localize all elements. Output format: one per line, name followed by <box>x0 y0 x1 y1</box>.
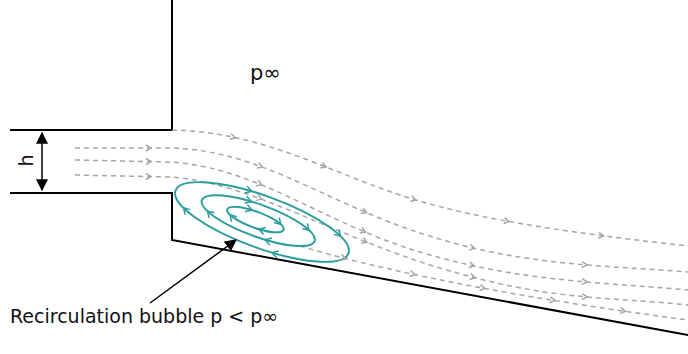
flow-arrowhead <box>245 205 253 214</box>
flow-arrowhead <box>479 285 485 292</box>
flow-arrowhead <box>181 205 190 214</box>
flow-arrowhead <box>620 308 626 315</box>
flow-arrowhead <box>256 180 263 187</box>
flow-arrowhead <box>271 249 279 258</box>
vortex-loop <box>196 185 320 256</box>
streamline <box>75 148 688 272</box>
lower-wall <box>10 193 688 335</box>
flow-arrowhead <box>470 274 476 281</box>
callout-label: Recirculation bubble p < p∞ <box>10 306 278 327</box>
flow-arrowhead <box>361 208 368 215</box>
leader-line <box>150 240 236 303</box>
flow-arrowhead <box>146 173 151 179</box>
flow-arrowhead <box>582 294 588 300</box>
recirculation-bubble <box>167 166 358 278</box>
flow-arrowhead <box>227 212 236 221</box>
flow-arrowhead <box>340 254 346 261</box>
flow-arrowhead <box>257 163 264 170</box>
flow-arrowhead <box>146 158 151 164</box>
flow-arrowhead <box>320 162 327 169</box>
flow-arrowhead <box>205 209 214 218</box>
flow-arrowhead <box>550 297 556 304</box>
height-dimension <box>41 133 43 190</box>
flow-arrowhead <box>258 226 266 235</box>
flow-arrowhead <box>504 218 510 225</box>
upper-wall <box>10 0 172 130</box>
flow-arrowhead <box>264 236 272 245</box>
flow-arrowhead <box>582 279 587 285</box>
flow-arrowhead <box>598 232 604 239</box>
flow-arrowhead <box>245 186 253 195</box>
streamline <box>172 130 688 246</box>
streamline <box>75 175 688 305</box>
flow-arrowhead <box>302 223 311 232</box>
vortex-loop <box>224 202 286 238</box>
streamlines <box>75 130 688 320</box>
flow-arrowhead <box>230 134 236 141</box>
walls <box>10 0 688 335</box>
flow-arrowhead <box>146 145 151 151</box>
flow-arrowhead <box>360 228 367 235</box>
vortex-loop <box>167 166 358 278</box>
streamline <box>75 160 688 290</box>
flow-arrowheads <box>146 134 626 315</box>
flow-arrowhead <box>410 196 417 203</box>
flow-arrowhead <box>245 196 253 205</box>
flow-arrowhead <box>469 262 475 269</box>
flow-arrowhead <box>469 244 475 251</box>
dimension-label: h <box>16 154 37 166</box>
flow-arrowhead <box>361 238 368 245</box>
flow-arrowhead <box>256 195 263 202</box>
flow-arrowhead <box>334 229 343 238</box>
pressure-label: p∞ <box>250 62 281 85</box>
flow-arrowhead <box>582 262 587 268</box>
streamline <box>300 246 688 320</box>
flow-arrowhead <box>274 218 283 227</box>
flow-arrowhead <box>410 271 416 278</box>
